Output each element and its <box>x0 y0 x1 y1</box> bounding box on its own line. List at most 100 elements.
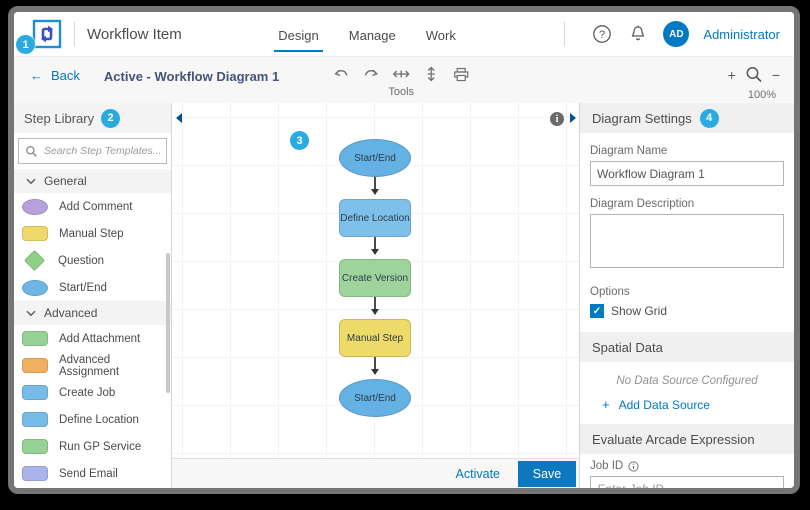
sidebar-scrollbar[interactable] <box>166 253 170 393</box>
info-icon[interactable]: i <box>550 112 564 126</box>
primary-tabs: Design Manage Work <box>274 15 458 54</box>
step-item-advanced-assignment[interactable]: Advanced Assignment <box>14 352 171 379</box>
collapse-step-library-icon[interactable] <box>176 113 182 123</box>
header-actions: ? AD Administrator <box>552 21 780 47</box>
step-shape-rect <box>22 358 48 373</box>
tab-manage[interactable]: Manage <box>348 27 396 43</box>
workflow-diagram: Start/End Define Location Create Version… <box>339 139 411 417</box>
step-item-send-email[interactable]: Send Email <box>14 460 171 487</box>
back-arrow-icon: ← <box>30 68 43 83</box>
info-outline-icon[interactable] <box>628 460 639 472</box>
user-avatar[interactable]: AD <box>663 21 690 47</box>
flow-node-end[interactable]: Start/End <box>339 379 411 417</box>
zoom-level: 100% <box>747 89 776 101</box>
diagram-name-input[interactable] <box>590 161 784 186</box>
tools-label: Tools <box>388 86 415 98</box>
flow-node-manual-step[interactable]: Manual Step <box>339 319 411 357</box>
step-item-question[interactable]: Question <box>14 247 171 274</box>
step-search-box <box>18 138 167 164</box>
diagram-settings-header: Diagram Settings 4 <box>580 103 794 133</box>
redo-icon[interactable] <box>361 65 381 83</box>
canvas-footer-bar: Activate Save <box>172 458 579 488</box>
distribute-horizontal-icon[interactable] <box>391 65 411 83</box>
workflow-manager-logo-icon <box>32 19 62 49</box>
step-item-start-end[interactable]: Start/End <box>14 274 171 301</box>
step-item-create-job[interactable]: Create Job <box>14 379 171 406</box>
step-item-add-comment[interactable]: Add Comment <box>14 193 171 220</box>
diagram-description-label: Diagram Description <box>590 198 695 210</box>
step-shape-rect <box>22 226 48 241</box>
step-item-add-attachment[interactable]: Add Attachment <box>14 325 171 352</box>
spatial-data-header: Spatial Data <box>580 332 794 362</box>
breadcrumb: Active - Workflow Diagram 1 <box>103 69 280 84</box>
section-header-advanced[interactable]: Advanced <box>14 301 171 325</box>
callout-badge-4: 4 <box>699 108 719 128</box>
tab-design[interactable]: Design <box>274 15 324 54</box>
app-header: Workflow Item Design Manage Work ? AD Ad… <box>14 12 794 57</box>
help-button[interactable]: ? <box>591 23 613 45</box>
diagram-toolbar: ← Back Active - Workflow Diagram 1 <box>14 57 794 103</box>
step-shape-rect <box>22 385 48 400</box>
zoom-out-button[interactable]: − <box>771 67 780 83</box>
step-shape-rect <box>22 439 48 454</box>
step-shape-rect <box>22 331 48 346</box>
job-id-input[interactable] <box>590 476 784 488</box>
callout-badge-1: 1 <box>16 35 35 54</box>
step-library-title: Step Library <box>24 110 95 126</box>
flow-arrow <box>371 237 379 255</box>
back-label: Back <box>51 68 80 83</box>
app-window: Workflow Item Design Manage Work ? AD Ad… <box>8 6 800 494</box>
add-data-source-button[interactable]: + Add Data Source <box>602 397 710 412</box>
diagram-description-input[interactable] <box>590 214 784 268</box>
section-header-general[interactable]: General <box>14 169 171 193</box>
user-name-link[interactable]: Administrator <box>703 26 780 42</box>
save-button[interactable]: Save <box>518 460 576 487</box>
options-label: Options <box>590 286 630 298</box>
step-shape-ellipse <box>22 279 48 296</box>
zoom-in-button[interactable]: + <box>727 67 736 83</box>
show-grid-label: Show Grid <box>611 304 668 318</box>
step-library-header: Step Library 2 <box>14 103 171 133</box>
collapse-settings-icon[interactable] <box>570 113 576 123</box>
step-item-run-gp-service[interactable]: Run GP Service <box>14 433 171 460</box>
distribute-vertical-icon[interactable] <box>421 65 441 83</box>
flow-node-create-version[interactable]: Create Version <box>339 259 411 297</box>
zoom-cluster: + − 100% <box>728 65 780 101</box>
flow-node-define-location[interactable]: Define Location <box>339 199 411 237</box>
step-search-input[interactable] <box>44 145 160 157</box>
step-item-manual-step[interactable]: Manual Step <box>14 220 171 247</box>
step-shape-rect <box>22 412 48 427</box>
arcade-expression-header: Evaluate Arcade Expression <box>580 424 794 454</box>
magnifier-icon[interactable] <box>744 65 764 85</box>
page-title: Workflow Item <box>87 25 182 43</box>
flow-arrow <box>371 297 379 315</box>
svg-text:?: ? <box>599 29 605 41</box>
notifications-bell-icon[interactable] <box>627 23 649 45</box>
tools-cluster: Tools <box>331 65 471 98</box>
chevron-down-icon <box>26 310 36 316</box>
undo-icon[interactable] <box>331 65 351 83</box>
step-shape-rect <box>22 466 48 481</box>
header-divider <box>564 22 566 46</box>
tab-work[interactable]: Work <box>425 27 456 43</box>
show-grid-checkbox[interactable] <box>590 304 604 318</box>
diagram-settings-title: Diagram Settings <box>592 110 692 126</box>
step-item-define-location[interactable]: Define Location <box>14 406 171 433</box>
chevron-down-icon <box>26 178 36 184</box>
step-library-panel: Step Library 2 General Add Comment Manua… <box>14 103 172 488</box>
back-button[interactable]: ← Back <box>30 68 80 83</box>
activate-button[interactable]: Activate <box>455 466 500 481</box>
search-icon <box>25 145 38 158</box>
diagram-canvas[interactable]: i Start/End Define Location Create Versi… <box>172 103 579 458</box>
job-id-label: Job ID <box>590 460 784 472</box>
diagram-name-label: Diagram Name <box>590 145 668 157</box>
step-shape-ellipse <box>22 198 48 215</box>
no-data-source-message: No Data Source Configured <box>616 375 758 387</box>
print-icon[interactable] <box>451 65 471 83</box>
flow-arrow <box>371 357 379 375</box>
plus-icon: + <box>602 397 610 412</box>
step-shape-diamond <box>23 249 46 272</box>
callout-badge-3: 3 <box>290 131 309 150</box>
header-divider <box>74 22 75 46</box>
flow-node-start[interactable]: Start/End <box>339 139 411 177</box>
